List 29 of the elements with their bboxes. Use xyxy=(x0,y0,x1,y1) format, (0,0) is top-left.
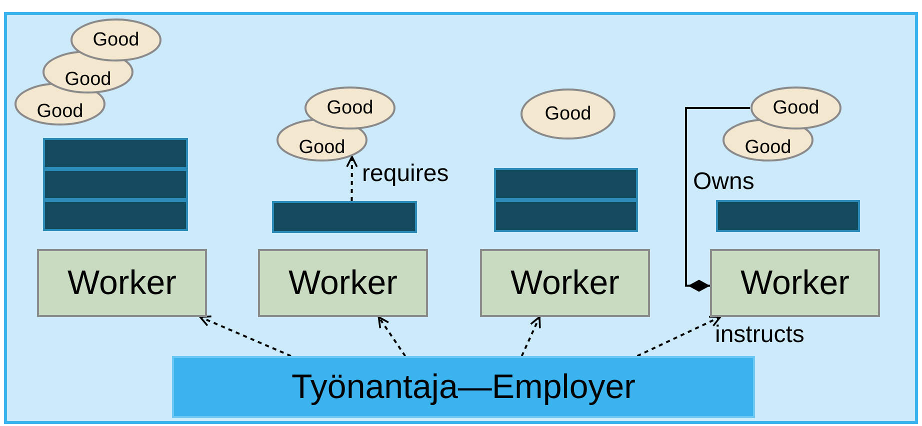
arrow xyxy=(520,316,541,356)
employer-box: Työnantaja—Employer xyxy=(172,356,755,418)
worker-box: Worker xyxy=(710,249,880,317)
good-label: Good xyxy=(298,138,346,157)
arrow xyxy=(199,315,292,357)
good-label: Good xyxy=(64,70,112,89)
task-bar xyxy=(716,200,860,232)
task-bar xyxy=(43,169,188,200)
arrow xyxy=(636,316,722,357)
task-bar xyxy=(43,200,188,231)
task-bar xyxy=(43,138,188,169)
good-label: Good xyxy=(36,102,84,121)
edge-label: requires xyxy=(362,162,449,186)
worker-box: Worker xyxy=(37,249,207,317)
good-label: Good xyxy=(92,30,140,50)
good-label: Good xyxy=(744,138,792,157)
ownership-connector xyxy=(685,107,750,292)
good-label: Good xyxy=(772,98,820,118)
task-bar xyxy=(494,200,638,232)
good-label: Good xyxy=(326,98,374,118)
task-bar xyxy=(272,201,417,233)
edge-label: instructs xyxy=(715,323,804,347)
arrow xyxy=(378,316,406,357)
task-bar xyxy=(494,168,638,200)
arrow xyxy=(346,156,358,201)
worker-box: Worker xyxy=(258,249,428,317)
worker-box: Worker xyxy=(480,249,650,317)
good-label: Good xyxy=(544,104,592,124)
edge-label: Owns xyxy=(693,170,754,194)
